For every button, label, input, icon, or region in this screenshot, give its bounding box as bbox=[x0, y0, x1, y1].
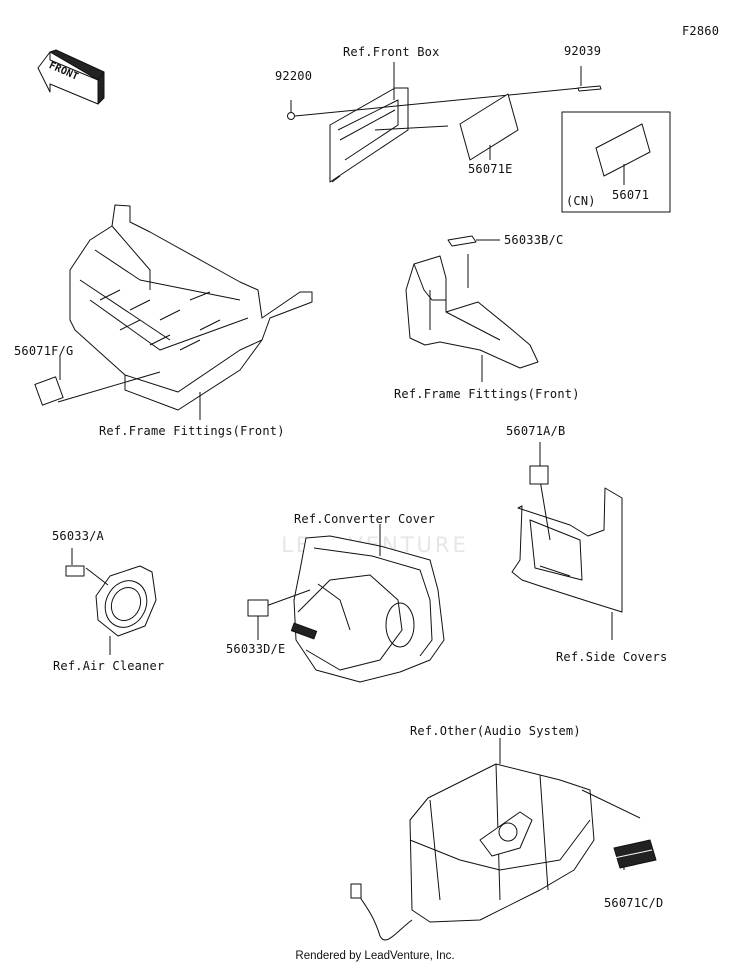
front-arrow-icon bbox=[37, 49, 105, 105]
label-plate-56071FG bbox=[34, 356, 161, 406]
part-56071-label: 56071 bbox=[612, 188, 650, 202]
label-plate-56071 bbox=[595, 123, 651, 185]
part-92200-label: 92200 bbox=[275, 69, 313, 83]
label-plate-56071E bbox=[459, 93, 519, 161]
cable-connector-icon bbox=[350, 883, 362, 899]
audio-cable bbox=[355, 889, 413, 941]
ref-front-box-label: Ref.Front Box bbox=[343, 45, 440, 59]
part-56033BC-label: 56033B/C bbox=[504, 233, 564, 247]
washer-92200-icon bbox=[287, 112, 295, 120]
front-box-panel bbox=[329, 87, 409, 183]
ref-other-audio-label: Ref.Other(Audio System) bbox=[410, 724, 581, 738]
part-56033DE-label: 56033D/E bbox=[226, 642, 286, 656]
rendered-by-credit: Rendered by LeadVenture, Inc. bbox=[295, 950, 455, 962]
label-plate-56033DE bbox=[247, 599, 269, 617]
frame-fittings-bracket bbox=[405, 254, 539, 382]
part-56071AB-label: 56071A/B bbox=[506, 424, 566, 438]
part-56071E-label: 56071E bbox=[468, 162, 513, 176]
ref-side-covers-label: Ref.Side Covers bbox=[556, 650, 668, 664]
ref-air-cleaner-label: Ref.Air Cleaner bbox=[53, 659, 165, 673]
label-plate-56033BC bbox=[447, 235, 500, 247]
part-56071FG-label: 56071F/G bbox=[14, 344, 74, 358]
label-plate-56071AB bbox=[529, 465, 549, 485]
converter-cover bbox=[257, 524, 445, 683]
frame-fittings-floor-tray bbox=[69, 204, 313, 420]
label-plate-56071CD bbox=[613, 839, 657, 869]
figure-code: F2860 bbox=[682, 24, 720, 38]
air-cleaner-ring bbox=[71, 548, 157, 655]
part-92039-label: 92039 bbox=[564, 44, 602, 58]
cn-label: (CN) bbox=[566, 194, 596, 208]
part-56033A-label: 56033/A bbox=[52, 529, 104, 543]
ref-frame-fittings-left-label: Ref.Frame Fittings(Front) bbox=[99, 424, 285, 438]
part-56071CD-label: 56071C/D bbox=[604, 896, 664, 910]
ref-converter-cover-label: Ref.Converter Cover bbox=[294, 512, 436, 526]
label-plate-56033A bbox=[65, 565, 85, 577]
cn-box bbox=[561, 111, 671, 213]
side-cover-panel bbox=[511, 442, 623, 640]
ref-frame-fittings-right-label: Ref.Frame Fittings(Front) bbox=[394, 387, 580, 401]
audio-system-speaker-box bbox=[409, 738, 641, 923]
clip-92039-icon bbox=[577, 66, 602, 92]
